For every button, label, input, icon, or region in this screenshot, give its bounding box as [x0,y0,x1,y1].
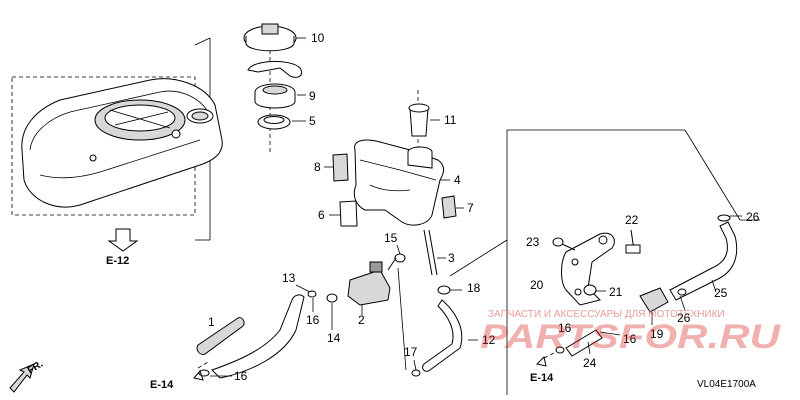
drain-hose-group [397,267,478,377]
part-22-label: 22 [625,213,639,227]
part-19-label: 19 [650,327,664,341]
part-24-label: 24 [583,356,597,370]
diagram-code: VL04E1700A [697,379,756,390]
watermark: ЗАПЧАСТИ И АКСЕССУАРЫ ДЛЯ МОТОТЕХНИКИ PA… [480,309,782,356]
part-7-label: 7 [467,201,474,215]
part-3-label: 3 [448,251,455,265]
part-26-label-b: 26 [677,311,691,325]
part-15-label: 15 [384,231,398,245]
e14-left-label: E-14 [150,379,174,391]
e12-label: E-12 [106,255,129,267]
fuel-cap-group [243,23,306,155]
part-8-label: 8 [314,160,321,174]
fuel-tank-group [324,90,464,276]
part-16-label-a: 16 [234,369,248,383]
watermark-caption: ЗАПЧАСТИ И АКСЕССУАРЫ ДЛЯ МОТОТЕХНИКИ [488,309,725,320]
fuel-cock [347,269,391,306]
e14-right-label: E-14 [530,372,554,384]
part-14-label: 14 [327,331,341,345]
e14-right-reference: E-14 [530,351,557,384]
part-20-label: 20 [530,278,544,292]
part-4-label: 4 [454,173,461,187]
part-17-label: 17 [404,345,418,359]
part-2-label: 2 [358,313,365,327]
fuel-line-group [196,244,406,379]
part-1-label: 1 [208,315,215,329]
watermark-logo: PARTSFOR.RU [480,318,782,356]
e12-reference: E-12 [106,228,139,267]
part-16-label-d: 16 [623,332,637,346]
e14-left-reference: E-14 [150,361,209,391]
part-6-label: 6 [318,208,325,222]
part-16-label-b: 16 [306,313,320,327]
part-23-label: 23 [526,235,540,249]
part-5-label: 5 [309,114,316,128]
part-26-label-a: 26 [746,210,760,224]
air-cleaner-cover-group [11,37,223,241]
part-12-label: 12 [482,333,496,347]
part-11-label: 11 [444,113,457,127]
part-10-label: 10 [311,31,325,45]
bracket-detail-group [449,129,760,395]
part-21-label: 21 [609,285,623,299]
part-18-label: 18 [467,281,481,295]
part-9-label: 9 [309,89,316,103]
part-25-label: 25 [714,286,728,300]
front-direction-arrow: FR. [9,359,45,393]
part-16-label-c: 16 [558,321,572,335]
part-13-label: 13 [282,271,296,285]
